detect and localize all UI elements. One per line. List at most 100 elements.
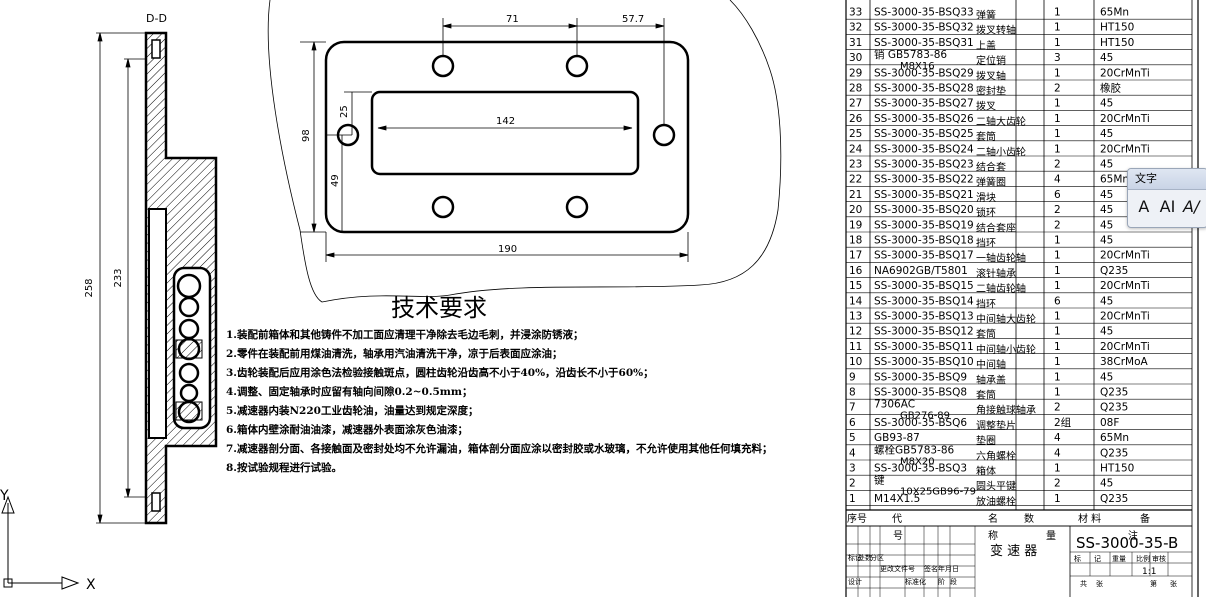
section-view-dd: D-D 258 xyxy=(84,12,218,525)
title-block-cell: 第 xyxy=(1150,579,1157,588)
bom-row-material: 08F xyxy=(1100,417,1119,429)
tech-note-item: 4.调整、固定轴承时应留有轴向间隙0.2~0.5mm； xyxy=(226,386,473,398)
bom-row-name: 弹簧圈 xyxy=(976,176,1006,189)
tech-note-item: 6.箱体内壁涂耐油油漆，减速器外表面涂灰色油漆； xyxy=(226,424,468,436)
bom-row-material: HT150 xyxy=(1100,22,1134,34)
bom-row-name: 上盖 xyxy=(976,39,996,52)
bom-row-number: 10 xyxy=(849,356,862,368)
title-block-cell: 设计 xyxy=(848,577,862,586)
bom-row-name: 锁环 xyxy=(976,206,996,219)
dim-25-label: 25 xyxy=(339,105,350,118)
bom-row-number: 12 xyxy=(849,326,862,338)
bolt-holes xyxy=(336,54,676,219)
bom-row-name: 拨叉轴 xyxy=(976,69,1006,82)
bom-row-qty: 2 xyxy=(1054,402,1061,414)
bom-row-material: 45 xyxy=(1100,159,1113,171)
bom-row-qty: 2 xyxy=(1054,83,1061,95)
bom-row-code: SS-3000-35-BSQ25 xyxy=(874,128,974,140)
bom-row-name: 挡环 xyxy=(976,297,996,310)
bom-row-number: 32 xyxy=(849,22,862,34)
bom-row-code: 螺栓GB5783-86 xyxy=(874,443,955,456)
bom-row-number: 2 xyxy=(849,478,856,490)
bom-row-code: SS-3000-35-BSQ27 xyxy=(874,98,974,110)
bom-row-material: 45 xyxy=(1100,204,1113,216)
bom-row-qty: 1 xyxy=(1054,143,1061,155)
tech-requirements-title: 技术要求 xyxy=(391,294,487,322)
bom-row-code: NA6902GB/T5801 xyxy=(874,265,968,277)
bom-row-qty: 1 xyxy=(1054,128,1061,140)
multiline-text-button[interactable]: A xyxy=(1138,197,1150,216)
bom-row-name: 定位销 xyxy=(976,54,1006,67)
bom-row-code: SS-3000-35-BSQ28 xyxy=(874,83,974,95)
bom-row-material: 45 xyxy=(1100,189,1113,201)
bom-row-material: 45 xyxy=(1100,478,1113,490)
bom-row-code: SS-3000-35-BSQ24 xyxy=(874,143,974,155)
bom-row-material: Q235 xyxy=(1100,387,1128,399)
bom-row-name: 套筒 xyxy=(976,328,996,341)
bom-row-material: Q235 xyxy=(1100,447,1128,459)
tech-note-item: 7.减速器剖分面、各接触面及密封处均不允许漏油，箱体剖分面应涂以密封胶或水玻璃，… xyxy=(226,443,773,455)
title-block-cell: 签名 xyxy=(924,564,938,573)
plate-view: 71 57.7 142 25 98 49 190 xyxy=(267,0,782,303)
text-toolbar-panel[interactable]: 文字 A AI A/ xyxy=(1127,168,1206,228)
bom-row-name: 密封垫 xyxy=(976,85,1006,98)
bom-header-name: 名 xyxy=(988,512,998,525)
bom-header-note: 备 xyxy=(1140,512,1150,525)
plate-outer xyxy=(324,40,690,234)
bom-row-qty: 1 xyxy=(1054,311,1061,323)
bom-row-name: 二轴小齿轮 xyxy=(976,145,1026,158)
bom-row-code: SS-3000-35-BSQ13 xyxy=(874,311,974,323)
bom-row-material: 65Mn xyxy=(1100,7,1129,19)
bom-row-code: SS-3000-35-BSQ6 xyxy=(874,417,967,429)
bom-row-qty: 1 xyxy=(1054,98,1061,110)
title-block-cell: 审核 xyxy=(1152,554,1166,563)
bom-row-qty: 1 xyxy=(1054,235,1061,247)
bom-row-material: HT150 xyxy=(1100,37,1134,49)
bom-row-material: 65Mn xyxy=(1100,432,1129,444)
title-block-cell: 张 xyxy=(1170,579,1177,588)
bom-row-qty: 1 xyxy=(1054,67,1061,79)
title-block-cell: 共 xyxy=(1080,579,1087,588)
title-block-cell: 标准化 xyxy=(905,577,926,586)
dim-142-label: 142 xyxy=(496,116,515,127)
bom-row-name: 二轴齿轮轴 xyxy=(976,282,1026,295)
bom-row-code: M14X1.5 xyxy=(874,493,920,505)
bom-row-qty: 1 xyxy=(1054,387,1061,399)
single-line-text-button[interactable]: AI xyxy=(1159,197,1176,216)
bom-row-code-2: 10X25GB96-79 xyxy=(900,487,976,498)
bom-row-qty: 1 xyxy=(1054,265,1061,277)
bom-row-code-2: GB276-89 xyxy=(900,411,950,422)
bom-row-material: Q235 xyxy=(1100,493,1128,505)
bom-row-qty: 2 xyxy=(1054,478,1061,490)
bom-row-code: SS-3000-35-BSQ29 xyxy=(874,67,974,79)
bom-row-number: 5 xyxy=(849,432,856,444)
bom-row-name: 挡环 xyxy=(976,237,996,250)
bom-row-code: SS-3000-35-BSQ17 xyxy=(874,250,974,262)
bom-header-qty: 数 xyxy=(1024,512,1034,525)
text-toolbar-title: 文字 xyxy=(1128,169,1206,190)
bom-row-qty: 2 xyxy=(1054,204,1061,216)
bom-row-code: SS-3000-35-BSQ14 xyxy=(874,295,974,307)
title-block-cell: 更改文件号 xyxy=(880,564,915,573)
bom-row-number: 14 xyxy=(849,295,863,307)
bom-row-name: 调整垫片 xyxy=(976,419,1016,432)
bom-row-code: SS-3000-35-BSQ3 xyxy=(874,463,967,475)
bom-row-material: 20CrMnTi xyxy=(1100,67,1150,79)
bom-row-number: 29 xyxy=(849,67,862,79)
tech-note-item: 1.装配前箱体和其他铸件不加工面应清理干净除去毛边毛刺，并浸涂防锈液； xyxy=(226,329,584,341)
bom-row-number: 19 xyxy=(849,219,862,231)
bom-row-number: 24 xyxy=(849,143,863,155)
title-block-cell: 张 xyxy=(1096,579,1103,588)
ucs-x-label: X xyxy=(86,577,96,593)
bom-row-number: 8 xyxy=(849,387,856,399)
bom-row-number: 11 xyxy=(849,341,862,353)
bom-row-code: SS-3000-35-BSQ18 xyxy=(874,235,974,247)
tech-note-item: 2.零件在装配前用煤油清洗，轴承用汽油清洗干净，凉于后表面应涂油； xyxy=(226,348,563,360)
bom-row-material: 45 xyxy=(1100,98,1113,110)
bom-row-qty: 3 xyxy=(1054,52,1061,64)
bom-row-name: 拨叉 xyxy=(976,100,996,113)
bom-row-qty: 1 xyxy=(1054,280,1061,292)
edit-text-button[interactable]: A/ xyxy=(1183,197,1200,216)
